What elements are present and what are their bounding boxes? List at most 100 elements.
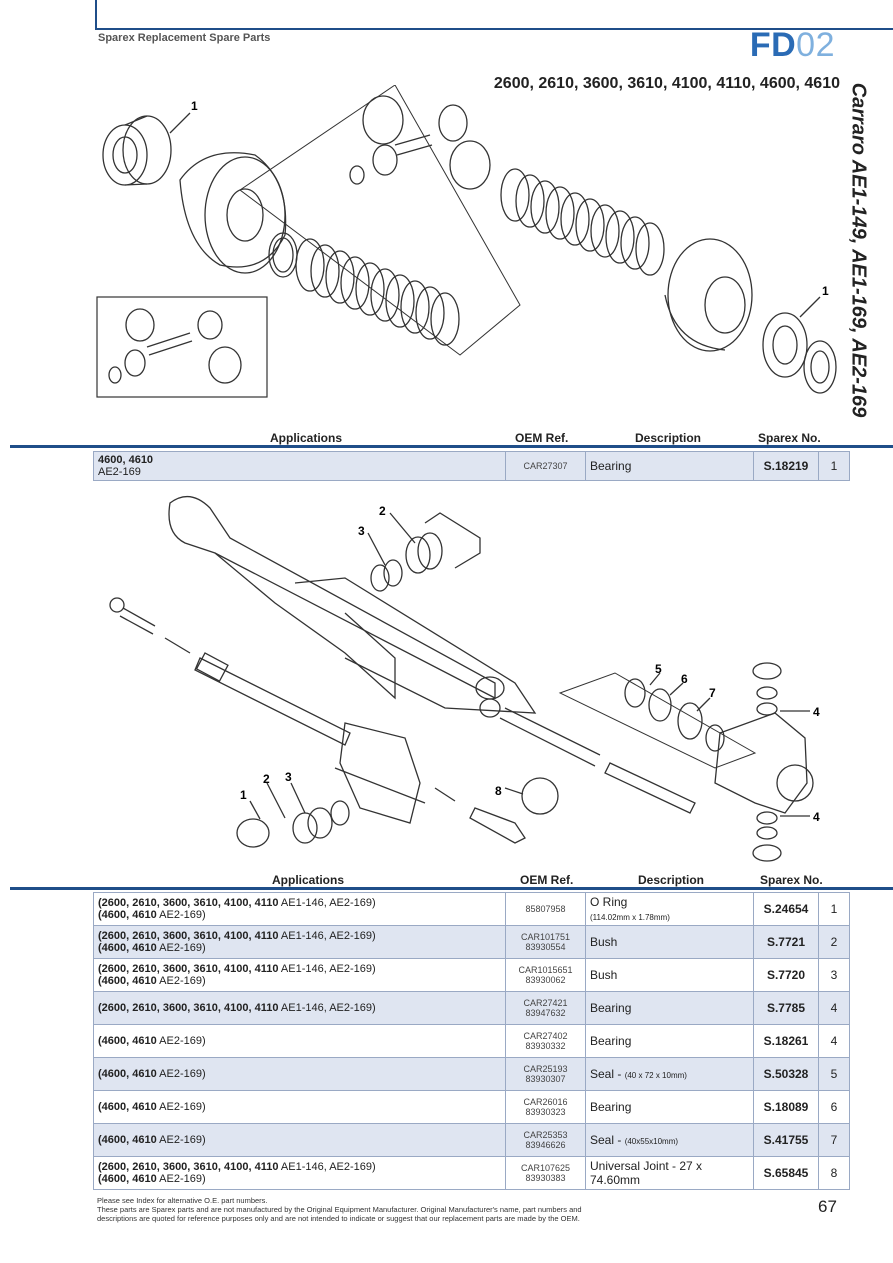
callout-1-right: 1 <box>822 284 829 298</box>
oem-ref: CAR25353 <box>523 1130 568 1140</box>
oem-ref: CAR27402 <box>523 1031 568 1041</box>
oem-ref-alt: 83930383 <box>525 1173 566 1183</box>
app-cell: (2600, 2610, 3600, 3610, 4100, 4110 AE1-… <box>93 892 506 926</box>
num-cell: 4 <box>818 1024 850 1058</box>
oem-ref: CAR107625 <box>520 1163 571 1173</box>
app-cell: (2600, 2610, 3600, 3610, 4100, 4110 AE1-… <box>93 991 506 1025</box>
sparex-cell: S.50328 <box>753 1057 819 1091</box>
app-line1-bold: (2600, 2610, 3600, 3610, 4100, 4110 <box>98 930 279 942</box>
app-cell: (4600, 4610 AE2-169) <box>93 1057 506 1091</box>
desc-cell: O Ring(114.02mm x 1.78mm) <box>585 892 754 926</box>
num-cell: 4 <box>818 991 850 1025</box>
oem-ref: CAR27421 <box>523 998 568 1008</box>
sparex-cell: S.7785 <box>753 991 819 1025</box>
app-line1-bold: (2600, 2610, 3600, 3610, 4100, 4110 <box>98 1002 279 1014</box>
models-title: 2600, 2610, 3600, 3610, 4100, 4110, 4600… <box>493 75 840 92</box>
desc-text: Bearing <box>590 459 632 473</box>
side-title-text: Carraro AE1-149, AE1-169, AE2-169 <box>847 82 870 418</box>
section-code-light: 02 <box>796 26 835 64</box>
page-number: 67 <box>818 1197 837 1216</box>
oem-ref-alt: 83947632 <box>525 1008 566 1018</box>
app-rest: AE2-169 <box>98 466 141 478</box>
table-row: (2600, 2610, 3600, 3610, 4100, 4110 AE1-… <box>93 892 850 926</box>
desc-text: Seal - <box>590 1133 625 1147</box>
desc-text: O Ring <box>590 895 628 909</box>
oem-ref: CAR25193 <box>523 1064 568 1074</box>
desc-text: Bearing <box>590 1100 632 1114</box>
num-cell: 7 <box>818 1123 850 1157</box>
app-cell: (4600, 4610 AE2-169) <box>93 1024 506 1058</box>
footer-note-3: descriptions are quoted for reference pu… <box>97 1214 580 1223</box>
oem-ref-alt: 83930332 <box>525 1041 566 1051</box>
app-cell: (4600, 4610 AE2-169) <box>93 1123 506 1157</box>
table1-rule <box>10 445 893 448</box>
t2-col-oem: OEM Ref. <box>520 873 574 887</box>
desc-cell: Seal - (40x55x10mm) <box>585 1123 754 1157</box>
desc-text: Bush <box>590 935 618 949</box>
desc-text: Seal - <box>590 1067 625 1081</box>
oem-ref-alt: 83930062 <box>525 975 566 985</box>
callout-4-bottom: 4 <box>813 810 820 824</box>
sparex-cell: S.65845 <box>753 1156 819 1190</box>
app-line1-bold: (2600, 2610, 3600, 3610, 4100, 4110 <box>98 897 279 909</box>
desc-cell: Bearing <box>585 991 754 1025</box>
brand-label: Sparex Replacement Spare Parts <box>98 32 271 44</box>
oem-ref-alt: 83930307 <box>525 1074 566 1084</box>
oem-ref: 85807958 <box>525 904 566 914</box>
desc-cell: Seal - (40 x 72 x 10mm) <box>585 1057 754 1091</box>
table2: (2600, 2610, 3600, 3610, 4100, 4110 AE1-… <box>93 892 850 1190</box>
app-line2-bold: (4600, 4610 <box>98 1173 157 1185</box>
app-line1-rest: AE1-146, AE2-169) <box>278 897 376 909</box>
oem-ref: CAR1015651 <box>518 965 573 975</box>
app-cell: (4600, 4610 AE2-169) <box>93 1090 506 1124</box>
oem-ref-alt: 83930323 <box>525 1107 566 1117</box>
section-code-bold: FD <box>749 26 797 64</box>
app-line2-rest: AE2-169) <box>156 909 206 921</box>
app-line1-bold: (4600, 4610 <box>98 1035 157 1047</box>
t1-col-description: Description <box>635 431 702 445</box>
app-cell: (2600, 2610, 3600, 3610, 4100, 4110 AE1-… <box>93 958 506 992</box>
desc-cell: Bearing <box>585 451 754 481</box>
t1-col-oem: OEM Ref. <box>515 431 569 445</box>
app-line1-rest: AE1-146, AE2-169) <box>278 963 376 975</box>
oem-cell: CAR27307 <box>505 451 586 481</box>
app-line2-bold: (4600, 4610 <box>98 909 157 921</box>
callout-4-top: 4 <box>813 705 820 719</box>
section-code: FD02 <box>750 26 835 65</box>
callout-2-top: 2 <box>379 504 386 518</box>
desc-text: Bush <box>590 968 618 982</box>
table-row: (2600, 2610, 3600, 3610, 4100, 4110 AE1-… <box>93 991 850 1025</box>
app-line1-rest: AE1-146, AE2-169) <box>278 1002 376 1014</box>
desc-text: Bearing <box>590 1001 632 1015</box>
app-bold: 4600, 4610 <box>98 454 154 466</box>
desc-cell: Bearing <box>585 1024 754 1058</box>
app-line1-rest: AE2-169) <box>156 1035 206 1047</box>
desc-cell: Bush <box>585 925 754 959</box>
callout-1-bottom: 1 <box>240 788 247 802</box>
t1-col-applications: Applications <box>270 431 343 445</box>
num-cell: 6 <box>818 1090 850 1124</box>
differential-diagram: 1 1 <box>96 85 837 398</box>
oem-ref-alt: 83930554 <box>525 942 566 952</box>
app-line1-rest: AE2-169) <box>156 1068 206 1080</box>
app-line2-rest: AE2-169) <box>156 942 206 954</box>
sparex-cell: S.7720 <box>753 958 819 992</box>
oem-ref-alt: 83946626 <box>525 1140 566 1150</box>
app-line2-bold: (4600, 4610 <box>98 975 157 987</box>
num-cell: 3 <box>818 958 850 992</box>
oem-ref: CAR27307 <box>523 461 568 471</box>
app-line1-rest: AE2-169) <box>156 1101 206 1113</box>
desc-cell: Bearing <box>585 1090 754 1124</box>
app-line1-bold: (4600, 4610 <box>98 1101 157 1113</box>
callout-8: 8 <box>495 784 502 798</box>
